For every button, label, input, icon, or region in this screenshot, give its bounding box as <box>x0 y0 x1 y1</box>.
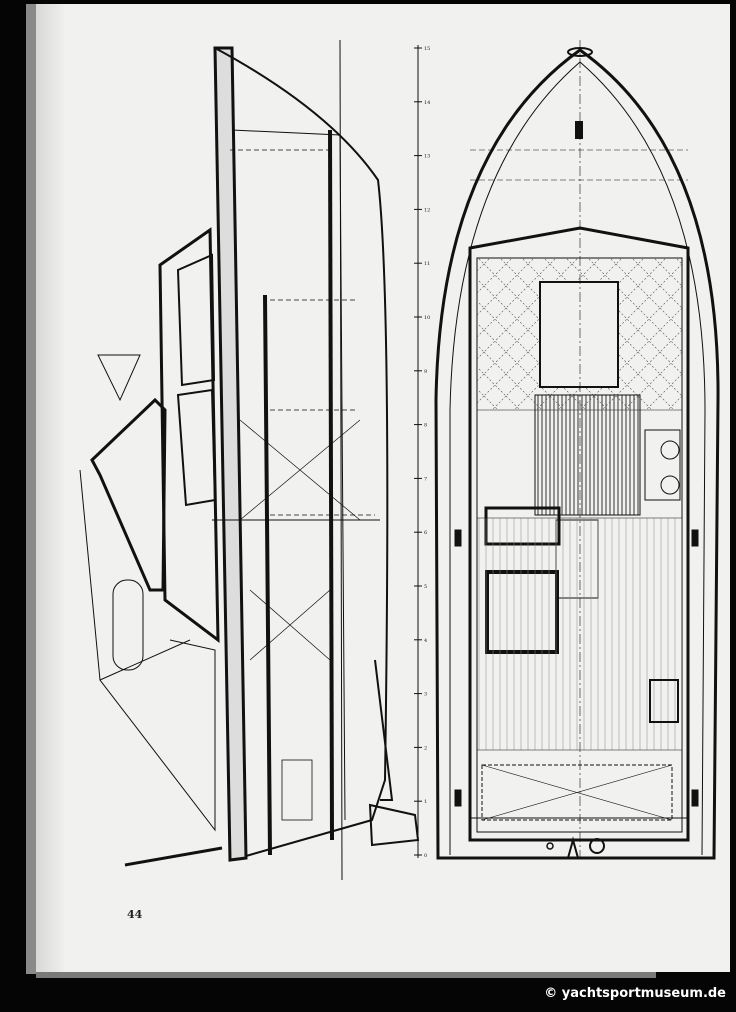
scale-label: 2 <box>424 745 427 751</box>
page-gutter <box>36 4 64 972</box>
scale-label: 14 <box>424 100 430 106</box>
scale-label: 5 <box>424 584 427 590</box>
side-profile-view <box>79 39 420 881</box>
scale-label: 11 <box>424 261 430 267</box>
scale-label: 8 <box>424 423 427 429</box>
scale-label: 6 <box>424 530 427 536</box>
book-spine-shadow <box>26 4 38 974</box>
scale-label: 10 <box>424 315 430 321</box>
copyright-watermark: © yachtsportmuseum.de <box>544 986 726 1001</box>
scale-label: 15 <box>424 46 430 52</box>
page-number: 44 <box>127 908 143 921</box>
scale-label: 3 <box>424 692 427 698</box>
scale-label: 4 <box>424 638 427 644</box>
scale-label: 1 <box>424 799 427 805</box>
deck-plan-view <box>434 40 720 860</box>
scale-label: 9 <box>424 369 427 375</box>
scale-label: 13 <box>424 154 430 160</box>
page-bottom-edge <box>36 972 656 978</box>
scale-label: 12 <box>424 207 430 213</box>
scale-label: 0 <box>424 853 427 859</box>
scale-label: 7 <box>424 476 427 482</box>
